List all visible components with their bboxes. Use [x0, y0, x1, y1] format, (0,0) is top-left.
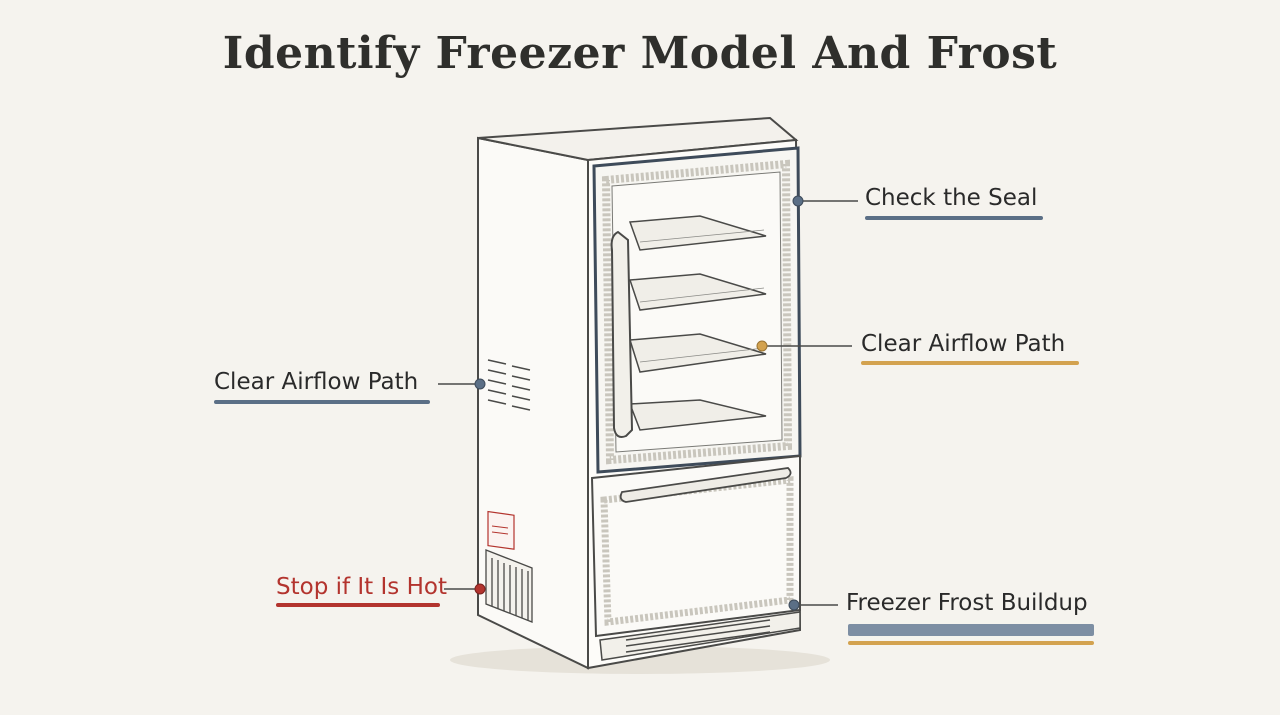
callout-frost-label: Freezer Frost Buildup — [846, 590, 1088, 616]
kick-plate — [599, 611, 801, 661]
freezer-drawer — [590, 454, 801, 638]
callout-frost-underline — [848, 641, 1094, 645]
callout-seal-underline — [865, 216, 1043, 220]
callout-hot-underline — [276, 603, 440, 607]
model-sticker — [487, 510, 515, 550]
drawer-frost — [600, 476, 794, 626]
floor-shadow — [450, 646, 830, 674]
diagram-title: Identify Freezer Model And Frost — [222, 28, 1058, 79]
callout-hot-leader — [444, 583, 486, 595]
side-vents — [487, 359, 531, 411]
upper-frost — [601, 159, 793, 465]
callout-airflow-left-label: Clear Airflow Path — [214, 369, 419, 395]
door-handle — [610, 230, 634, 438]
callout-airflow-right-label: Clear Airflow Path — [861, 331, 1066, 357]
callout-frost-bar — [848, 624, 1094, 636]
callout-airflow-left-leader — [438, 378, 486, 390]
callout-seal-label: Check the Seal — [865, 185, 1038, 211]
shelves — [628, 215, 767, 431]
callout-hot-label: Stop if It Is Hot — [276, 574, 447, 600]
callout-airflow-left-underline — [214, 400, 430, 404]
callout-airflow-right-underline — [861, 361, 1079, 365]
drawer-handle — [619, 467, 792, 503]
rear-grille — [485, 549, 533, 623]
callout-airflow-right-leader — [756, 340, 852, 352]
callout-frost-leader — [788, 599, 838, 611]
callout-seal-leader — [792, 195, 858, 207]
